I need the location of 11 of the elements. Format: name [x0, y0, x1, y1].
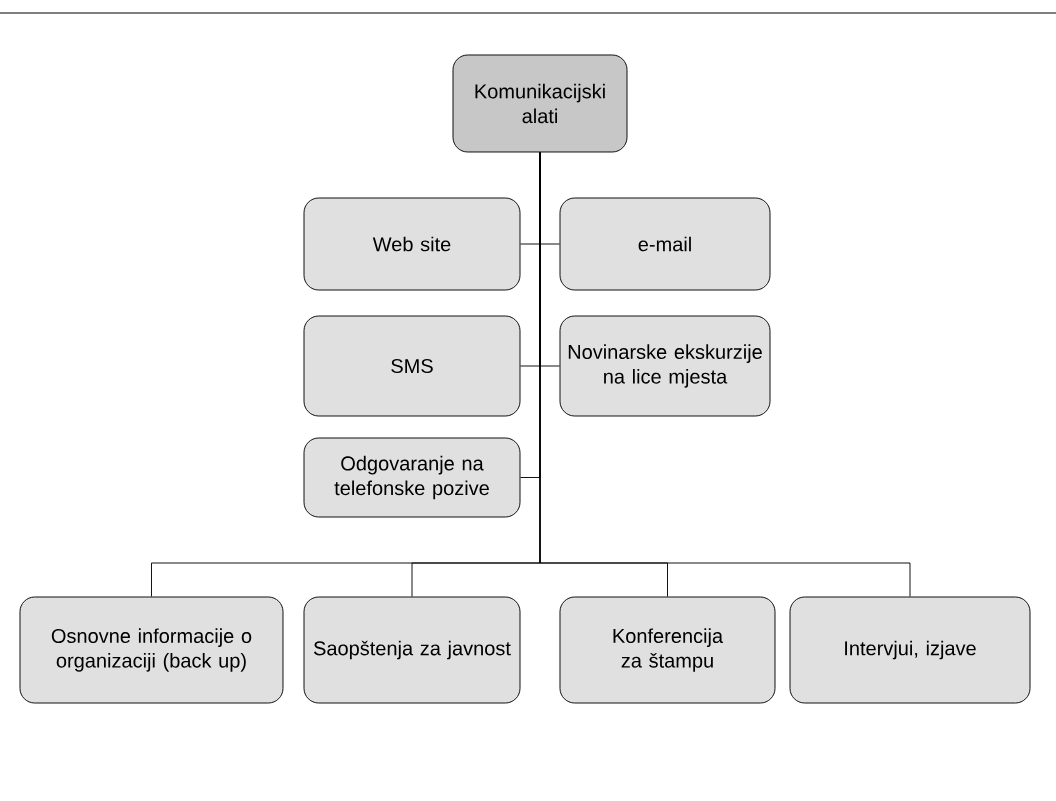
item-box: Osnovne informacije o organizaciji (back up)	[19, 596, 284, 704]
connector-line	[539, 152, 911, 597]
item-box: Intervjui, izjave	[789, 596, 1031, 704]
item-box: Saopštenja za javnost	[303, 596, 521, 704]
item-box: Web site	[303, 197, 521, 291]
item-box: Konferencija za štampu	[559, 596, 776, 704]
item-box: SMS	[303, 315, 521, 417]
item-box: e-mail	[559, 197, 771, 291]
root-box: Komunikacijski alati	[452, 54, 628, 153]
item-box: Novinarske ekskurzije na lice mjesta	[559, 315, 771, 417]
item-box: Odgovaranje na telefonske pozive	[303, 437, 521, 518]
